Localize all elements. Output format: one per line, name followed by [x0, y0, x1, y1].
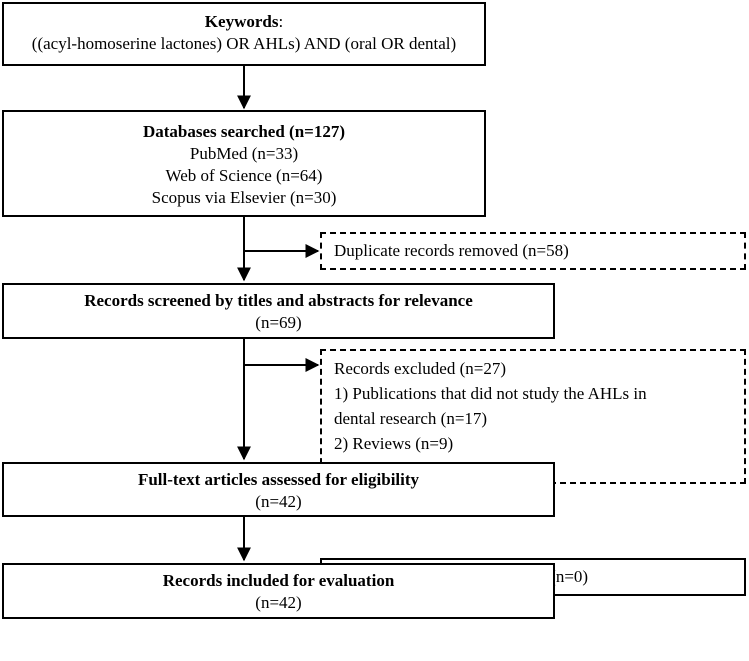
databases-box: Databases searched (n=127) PubMed (n=33)… [2, 110, 486, 217]
database-item-web-of-science: Web of Science (n=64) [165, 166, 323, 185]
included-count: (n=42) [255, 593, 302, 612]
screened-count: (n=69) [255, 313, 302, 332]
database-item-scopus: Scopus via Elsevier (n=30) [151, 188, 337, 207]
excluded-title: Records excluded (n=27) [334, 359, 506, 378]
excluded-reason-2: 2) Reviews (n=9) [334, 434, 454, 453]
databases-title: Databases searched (n=127) [142, 122, 346, 141]
included-box: Records included for evaluation (n=42) [2, 563, 555, 619]
keywords-query: ((acyl-homoserine lactones) OR AHLs) AND… [31, 34, 457, 53]
excluded-box: Records excluded (n=27) 1) Publications … [320, 349, 746, 484]
fulltext-title: Full-text articles assessed for eligibil… [137, 470, 420, 489]
keywords-colon: : [278, 12, 284, 31]
keywords-box: Keywords: ((acyl-homoserine lactones) OR… [2, 2, 486, 66]
excluded-reason-1: 1) Publications that did not study the A… [334, 384, 647, 403]
excluded-reason-1-cont: dental research (n=17) [334, 409, 488, 428]
keywords-title: Keywords [204, 12, 279, 31]
duplicates-box: Duplicate records removed (n=58) [320, 232, 746, 270]
included-title: Records included for evaluation [162, 571, 395, 590]
database-item-pubmed: PubMed (n=33) [189, 144, 299, 163]
fulltext-box: Full-text articles assessed for eligibil… [2, 462, 555, 517]
duplicates-text: Duplicate records removed (n=58) [334, 241, 569, 260]
screened-box: Records screened by titles and abstracts… [2, 283, 555, 339]
fulltext-count: (n=42) [255, 492, 302, 511]
screened-title: Records screened by titles and abstracts… [84, 291, 473, 310]
